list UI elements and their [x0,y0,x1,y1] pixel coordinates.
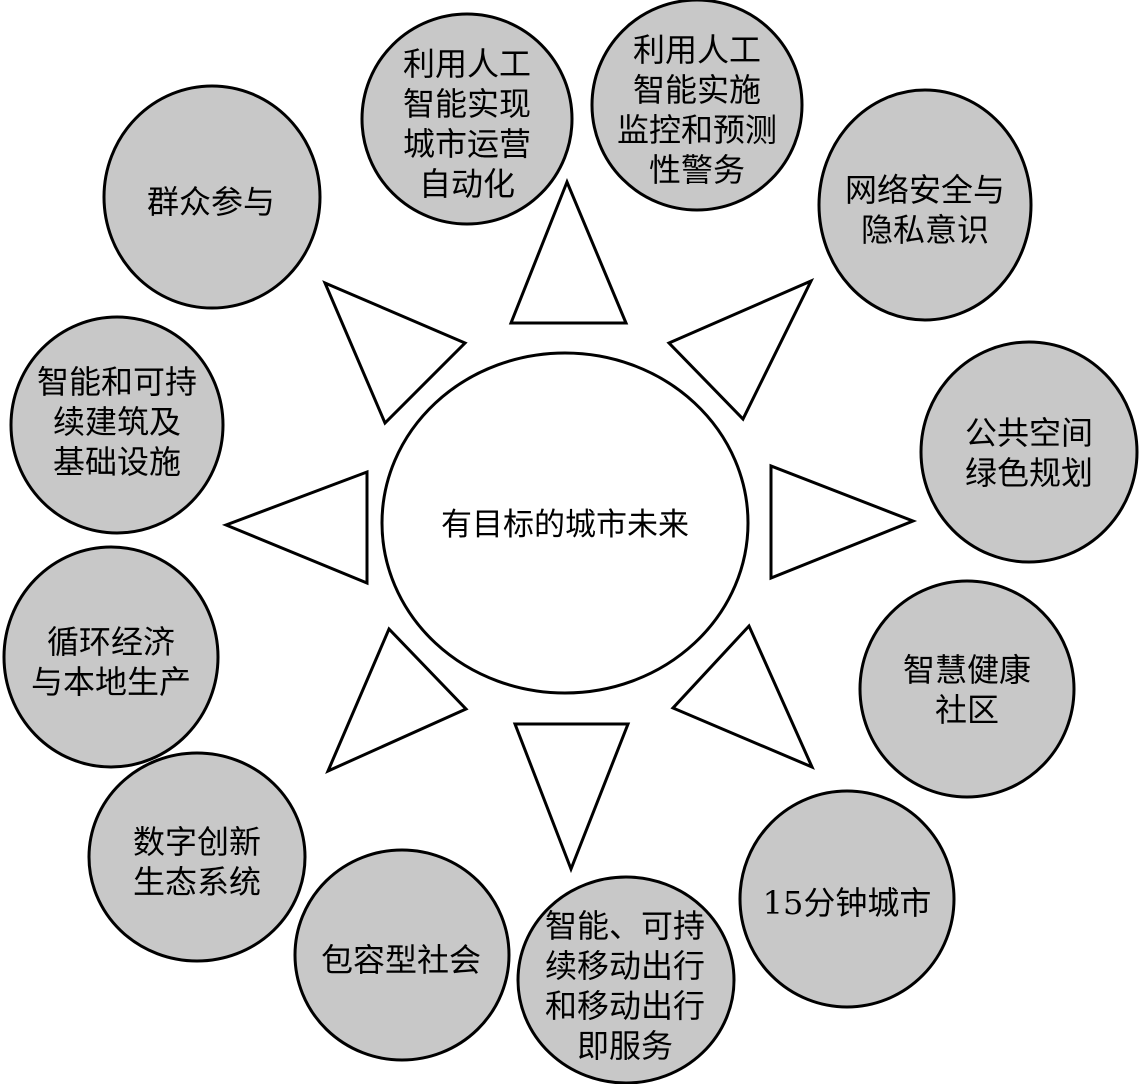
node-circle-mobility [516,875,736,1084]
node-circle-smart-buildings [9,315,225,535]
node-label-digital-ecosystem: 数字创新 生态系统 [132,823,261,901]
node-label-green-space: 公共空间 绿色规划 [964,414,1093,492]
node-label-fifteen-minute-city: 15分钟城市 [762,884,932,922]
node-circle-green-space [919,340,1139,564]
node-circle-public-participation [102,84,322,310]
node-circle-cyber-privacy [817,88,1033,322]
center-circle [380,351,750,695]
node-label-public-participation: 群众参与 [146,183,275,221]
ray-left-triangle [221,469,369,586]
ray-top-triangle [508,178,629,325]
ray-top-right-triangle [666,277,815,422]
node-circle-ai-policing [590,0,804,212]
node-circle-ai-operations [360,12,574,226]
node-label-circular-economy: 循环经济 与本地生产 [30,623,191,701]
node-label-health-community: 智慧健康 社区 [902,651,1031,729]
node-label-ai-policing: 利用人工 智能实施 监控和预测 性警务 [616,31,777,189]
ray-bottom-right-triangle [670,623,815,770]
node-circle-inclusive-society [293,848,511,1062]
ray-top-left-triangle [322,280,468,426]
center-label: 有目标的城市未来 [441,506,689,543]
node-circle-fifteen-minute-city [738,789,956,1009]
ray-bottom-left-triangle [325,626,469,774]
node-label-cyber-privacy: 网络安全与 隐私意识 [844,171,1005,249]
ray-right-triangle [769,463,918,581]
ray-bottom-triangle [512,722,631,874]
node-label-mobility: 智能、可持 续移动出行 和移动出行 即服务 [544,907,705,1065]
node-circle-circular-economy [2,545,220,769]
node-label-smart-buildings: 智能和可持 续建筑及 基础设施 [36,363,197,481]
node-circle-health-community [858,579,1076,799]
node-label-ai-operations: 利用人工 智能实现 城市运营 自动化 [402,45,531,203]
node-circle-digital-ecosystem [87,751,307,963]
node-label-inclusive-society: 包容型社会 [320,941,481,979]
